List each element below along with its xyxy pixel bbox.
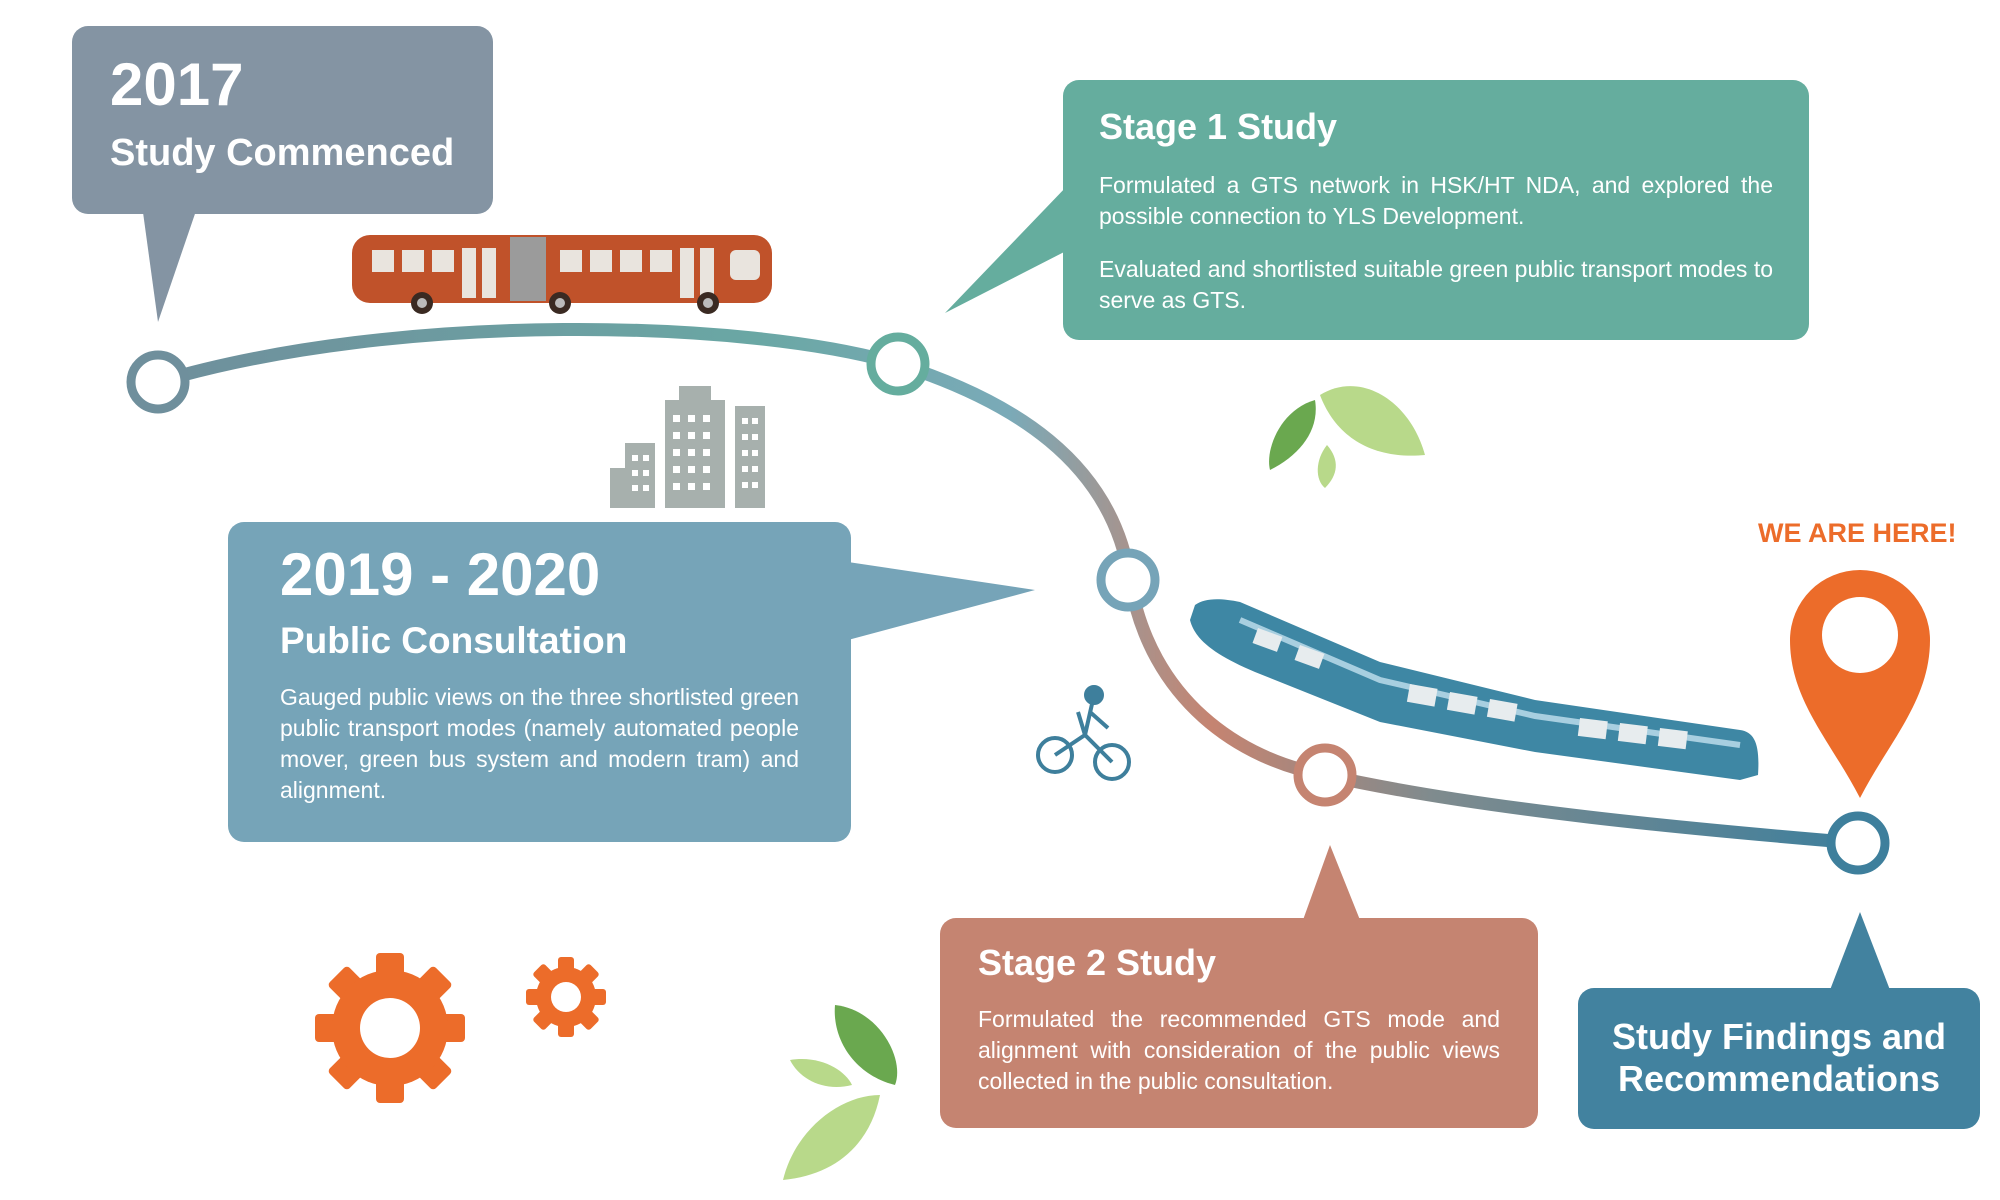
milestone-title: Study Commenced xyxy=(110,132,455,174)
milestone-description: Gauged public views on the three shortli… xyxy=(280,684,799,803)
milestone-title: Stage 1 Study xyxy=(1099,106,1338,147)
tram-icon xyxy=(1190,599,1759,780)
buildings-windows xyxy=(632,415,758,491)
location-pin-icon[interactable] xyxy=(1790,570,1930,798)
milestone-title: Public Consultation xyxy=(280,620,628,661)
gear-icon xyxy=(315,953,465,1103)
milestone-title: Stage 2 Study xyxy=(978,942,1217,983)
bubble-pointer-stage1 xyxy=(945,185,1068,313)
milestone-year: 2019 - 2020 xyxy=(280,541,601,608)
leaves-icon-bottom xyxy=(783,1005,898,1180)
bubble-pointer-stage2 xyxy=(1303,845,1360,920)
milestone-node-2017[interactable] xyxy=(126,350,190,414)
bubble-pointer-findings xyxy=(1830,912,1890,990)
milestone-card-stage1: Stage 1 Study Formulated a GTS network i… xyxy=(1063,80,1809,340)
bubble-pointer-2017 xyxy=(142,205,198,322)
milestone-year: 2017 xyxy=(110,51,244,118)
milestone-description: Formulated the recommended GTS mode and … xyxy=(978,1006,1500,1094)
leaves-icon xyxy=(1269,386,1425,488)
milestone-node-stage2[interactable] xyxy=(1293,743,1357,807)
milestone-card-stage2: Stage 2 Study Formulated the recommended… xyxy=(940,918,1538,1128)
milestone-node-findings[interactable] xyxy=(1826,811,1890,875)
milestone-node-consultation[interactable] xyxy=(1096,548,1160,612)
milestone-title: Study Findings and Recommendations xyxy=(1612,1016,1946,1099)
milestone-card-findings: Study Findings and Recommendations xyxy=(1578,988,1980,1129)
milestone-card-consultation: 2019 - 2020 Public Consultation Gauged p… xyxy=(228,522,851,842)
bubble-pointer-consultation xyxy=(848,562,1035,640)
cyclist-icon xyxy=(1036,685,1131,781)
milestone-description: Evaluated and shortlisted suitable green… xyxy=(1099,256,1773,313)
milestone-description: Formulated a GTS network in HSK/HT NDA, … xyxy=(1099,172,1773,229)
milestone-card-2017: 2017 Study Commenced xyxy=(72,26,493,214)
milestone-node-stage1[interactable] xyxy=(866,332,930,396)
gear-icon-small xyxy=(526,957,606,1037)
we-are-here-label: WE ARE HERE! xyxy=(1758,518,1957,548)
articulated-bus-icon xyxy=(352,235,772,314)
